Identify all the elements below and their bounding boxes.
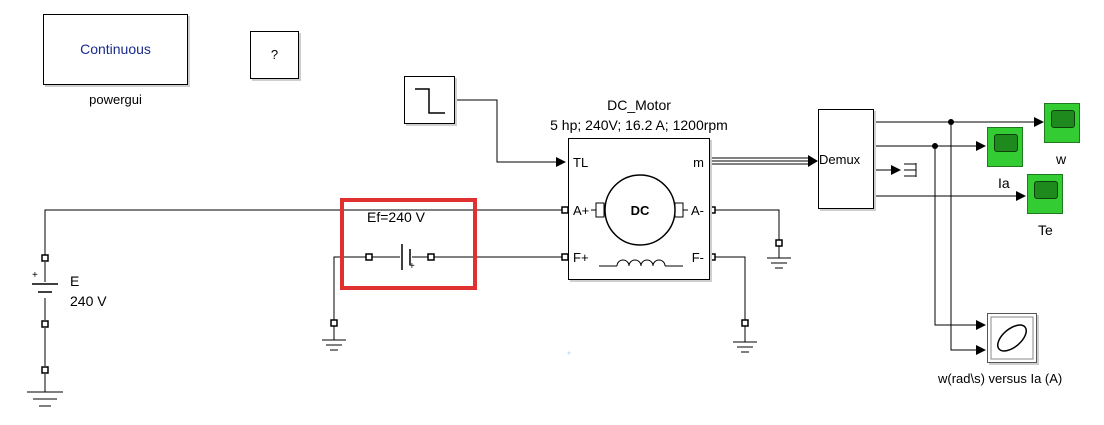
terminal-f-minus-ground — [741, 319, 749, 327]
ef-plus-sign: + — [409, 261, 415, 272]
xy-graph-ellipse-icon — [990, 316, 1034, 360]
wire-f-minus-to-ground — [715, 256, 746, 320]
scope-ia-label: Ia — [998, 175, 1010, 191]
scope-w-screen — [1051, 110, 1075, 128]
xy-graph-caption: w(rad\s) versus Ia (A) — [938, 371, 1063, 386]
ground-symbol-ef — [322, 339, 346, 351]
motor-name: DC_Motor — [607, 97, 671, 113]
scope-te-label: Te — [1038, 222, 1053, 238]
terminal-e-top — [41, 254, 49, 262]
armature-battery-symbol — [32, 283, 58, 293]
terminal-ef-ground — [330, 319, 338, 327]
armature-source-name: E — [70, 273, 80, 289]
step-icon — [415, 88, 445, 114]
demux-label: Demux — [819, 152, 861, 167]
powergui-caption: powergui — [89, 92, 142, 107]
scope-w[interactable] — [1044, 103, 1080, 143]
step-block[interactable] — [404, 76, 455, 124]
help-block[interactable]: ? — [250, 31, 299, 79]
wire-e-positive-to-a-plus — [44, 209, 562, 258]
wire-ia-to-xy-graph — [934, 146, 986, 330]
dc-motor-block[interactable]: TL m A+ A- F+ F- DC — [568, 138, 710, 280]
motor-port-f-minus: F- — [691, 250, 704, 265]
stray-dot — [567, 351, 571, 355]
wire-ef-left-to-ground — [333, 256, 366, 320]
terminal-a-minus-ground — [775, 239, 783, 247]
terminal-ef-left — [365, 253, 373, 261]
motor-port-m: m — [693, 155, 704, 170]
demux-block[interactable]: Demux — [818, 109, 874, 209]
terminal-ef-right — [427, 253, 435, 261]
help-block-label: ? — [270, 47, 279, 62]
ground-symbol-f-minus — [733, 341, 757, 353]
scope-ia-screen — [994, 134, 1018, 152]
terminator-block — [904, 163, 917, 177]
powergui-mode-label: Continuous — [80, 41, 151, 57]
motor-armature-icon — [591, 174, 688, 267]
wire-a-minus-to-ground — [715, 209, 780, 240]
field-source-label: Ef=240 V — [367, 209, 425, 225]
motor-port-f-plus: F+ — [573, 250, 589, 265]
wire-w-to-xy-graph — [950, 122, 986, 355]
motor-spec: 5 hp; 240V; 16.2 A; 1200rpm — [550, 117, 728, 133]
xy-graph-block[interactable] — [987, 313, 1037, 363]
terminal-e-mid — [41, 320, 49, 328]
motor-armature-label: DC — [630, 203, 650, 218]
terminal-e-bottom — [41, 366, 49, 374]
scope-w-label: w — [1056, 151, 1067, 167]
wire-m-bus-to-demux — [712, 155, 818, 167]
ground-symbol-e — [27, 391, 63, 407]
powergui-block[interactable]: Continuous — [43, 14, 188, 85]
field-battery-symbol — [401, 244, 411, 270]
wire-step-to-tl — [455, 99, 566, 167]
motor-port-a-minus: A- — [691, 203, 704, 218]
armature-source-value: 240 V — [70, 293, 107, 309]
motor-port-a-plus: A+ — [573, 203, 590, 218]
scope-te-screen — [1034, 181, 1058, 199]
ground-symbol-a-minus — [767, 257, 791, 269]
e-plus-sign: + — [32, 270, 38, 281]
scope-te[interactable] — [1027, 174, 1063, 214]
motor-port-tl: TL — [573, 155, 589, 170]
highlight-box — [340, 198, 477, 290]
scope-ia[interactable] — [987, 127, 1023, 167]
